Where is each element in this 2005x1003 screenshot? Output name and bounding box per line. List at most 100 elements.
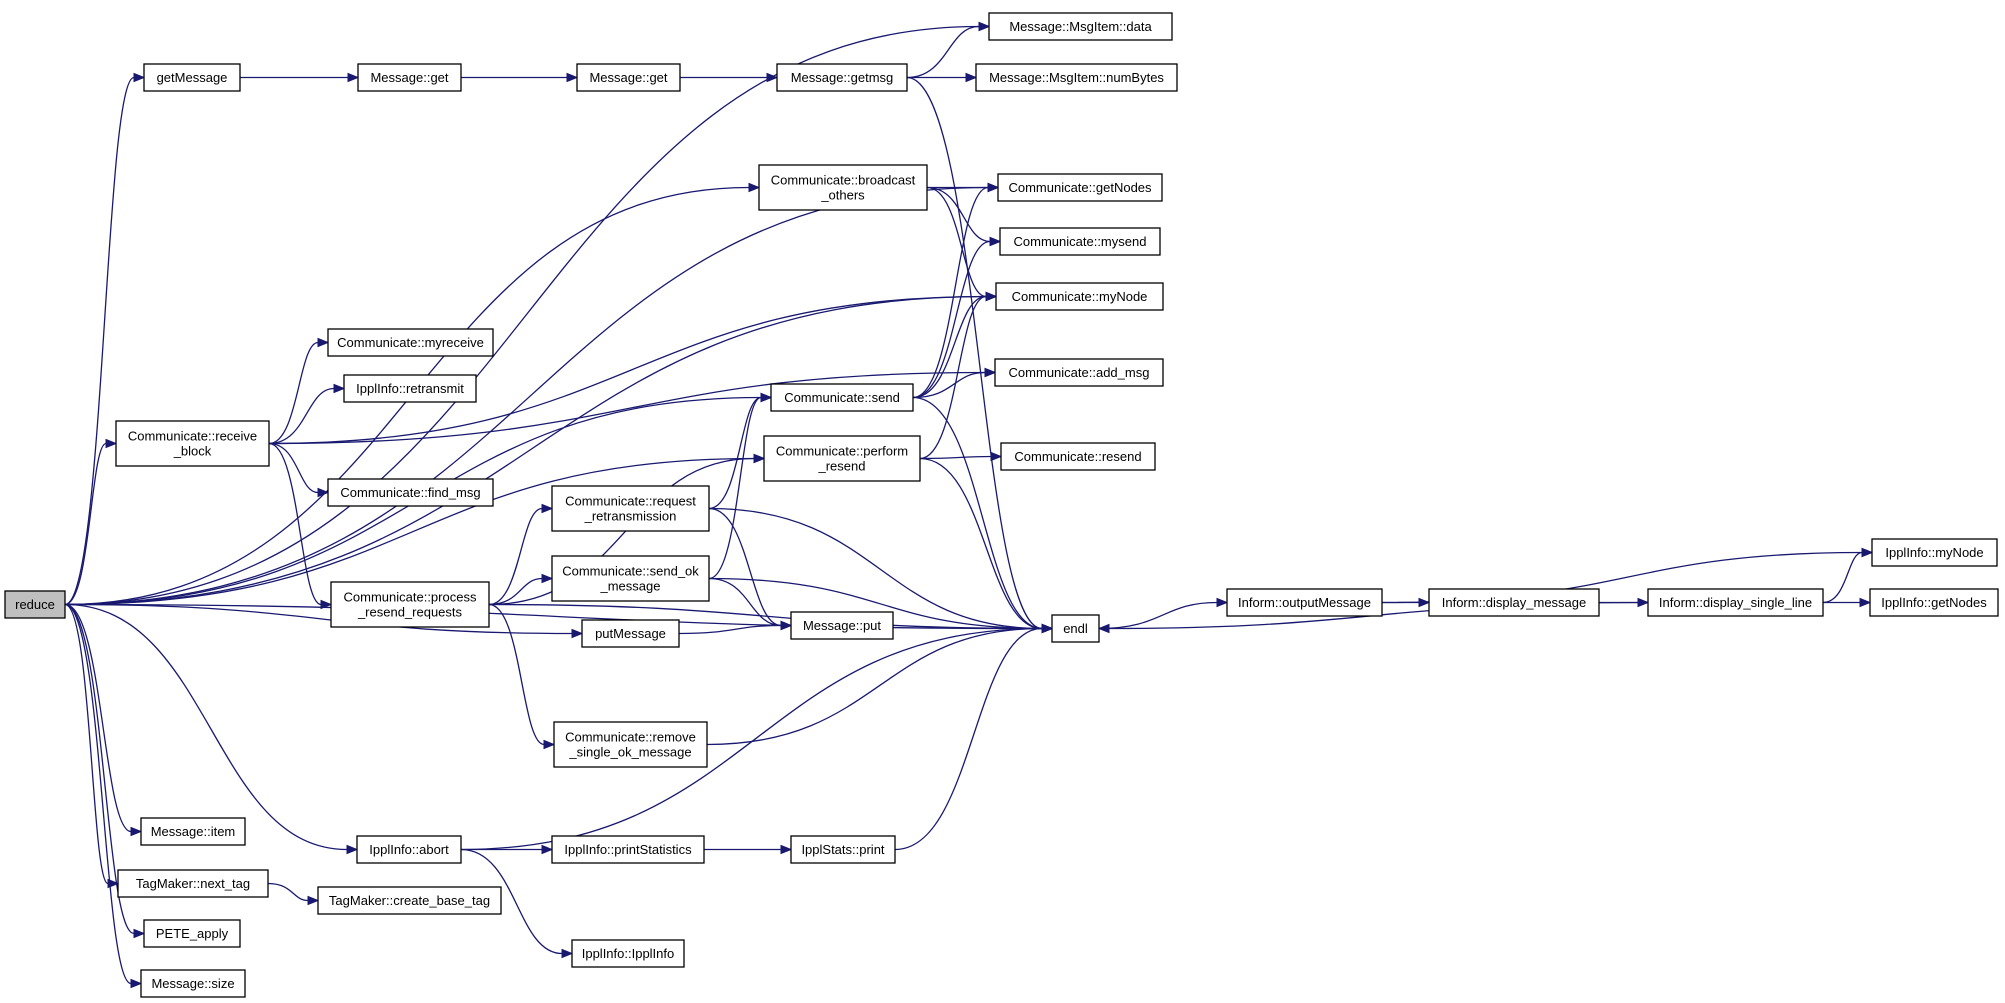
node-message-get2[interactable]: Message::get [576, 63, 681, 92]
node-label: IpplInfo::getNodes [1881, 595, 1987, 610]
node-pete-apply[interactable]: PETE_apply [143, 919, 241, 948]
node-comm-process-resend-requests[interactable]: Communicate::process_resend_requests [330, 581, 490, 628]
node-ippl-info-ippl-info[interactable]: IpplInfo::IpplInfo [571, 939, 685, 968]
node-endl[interactable]: endl [1051, 614, 1100, 643]
node-box [143, 919, 241, 948]
node-tag-maker-create-base-tag[interactable]: TagMaker::create_base_tag [317, 886, 502, 915]
node-comm-send-ok-message[interactable]: Communicate::send_ok_message [551, 555, 710, 602]
node-inform-output-message[interactable]: Inform::outputMessage [1226, 588, 1383, 617]
edge-comm-process-resend-requests-to-comm-remove-single-ok-message [488, 603, 556, 750]
node-comm-add-msg[interactable]: Communicate::add_msg [994, 358, 1164, 387]
edge-comm-receive-block-to-comm-process-resend-requests [268, 442, 333, 610]
node-message-put[interactable]: Message::put [790, 611, 894, 640]
node-box [1051, 614, 1100, 643]
node-comm-receive-block[interactable]: Communicate::receive_block [115, 420, 270, 467]
node-comm-remove-single-ok-message[interactable]: Communicate::remove_single_ok_message [553, 721, 708, 768]
node-ippl-info-my-node[interactable]: IpplInfo::myNode [1871, 538, 1998, 567]
node-label: Inform::display_message [1442, 595, 1587, 610]
node-box [115, 420, 270, 467]
edge-reduce-to-tag-maker-next-tag [64, 603, 120, 889]
node-comm-request-retransmission[interactable]: Communicate::request_retransmission [551, 485, 710, 532]
node-inform-display-message[interactable]: Inform::display_message [1428, 588, 1600, 617]
node-ippl-info-retransmit[interactable]: IpplInfo::retransmit [343, 374, 477, 403]
edge-reduce-to-get-message [64, 72, 146, 606]
node-tag-maker-next-tag[interactable]: TagMaker::next_tag [117, 869, 269, 898]
node-label: Message::MsgItem::numBytes [989, 70, 1164, 85]
node-box [999, 227, 1161, 256]
node-label: PETE_apply [156, 926, 229, 941]
node-box [995, 282, 1164, 311]
node-message-size[interactable]: Message::size [140, 969, 246, 998]
edge-comm-process-resend-requests-to-comm-request-retransmission [488, 503, 554, 606]
node-label: putMessage [595, 626, 666, 641]
node-box [763, 435, 921, 482]
node-label: IpplInfo::myNode [1885, 545, 1983, 560]
edge-reduce-to-comm-receive-block [64, 438, 118, 606]
node-inform-display-single-line[interactable]: Inform::display_single_line [1647, 588, 1824, 617]
node-box [317, 886, 502, 915]
node-comm-perform-resend[interactable]: Communicate::perform_resend [763, 435, 921, 482]
node-label: _resend [818, 459, 866, 474]
node-label: _retransmission [584, 509, 677, 524]
node-label: endl [1063, 621, 1088, 636]
node-label: Communicate::process [344, 590, 477, 605]
node-box [581, 619, 680, 648]
node-comm-mysend[interactable]: Communicate::mysend [999, 227, 1161, 256]
node-box [790, 835, 896, 864]
edge-comm-broadcast-others-to-comm-my-node [926, 186, 998, 302]
edge-comm-receive-block-to-comm-find-msg [268, 442, 330, 498]
node-label: _message [600, 579, 661, 594]
node-comm-get-nodes[interactable]: Communicate::getNodes [997, 173, 1163, 202]
node-box [770, 383, 914, 412]
node-label: reduce [15, 597, 55, 612]
node-box [143, 63, 241, 92]
node-box [994, 358, 1164, 387]
node-message-getmsg[interactable]: Message::getmsg [776, 63, 908, 92]
edge-comm-send-to-endl [912, 396, 1054, 634]
node-comm-find-msg[interactable]: Communicate::find_msg [327, 478, 494, 507]
node-label: IpplInfo::IpplInfo [582, 946, 675, 961]
node-label: Communicate::resend [1014, 449, 1141, 464]
node-get-message[interactable]: getMessage [143, 63, 241, 92]
edge-message-getmsg-to-msg-item-data [906, 21, 991, 79]
node-comm-resend[interactable]: Communicate::resend [1000, 442, 1156, 471]
node-box [327, 478, 494, 507]
node-box [4, 590, 66, 619]
node-label: Communicate::getNodes [1008, 180, 1152, 195]
node-label: Communicate::add_msg [1009, 365, 1150, 380]
edge-comm-send-to-comm-get-nodes [912, 182, 1000, 399]
node-msg-item-data[interactable]: Message::MsgItem::data [988, 12, 1173, 41]
node-comm-broadcast-others[interactable]: Communicate::broadcast_others [758, 164, 928, 211]
node-box [551, 555, 710, 602]
edge-reduce-to-ippl-info-abort [64, 603, 359, 855]
node-ippl-info-get-nodes[interactable]: IpplInfo::getNodes [1869, 588, 1999, 617]
node-msg-item-num-bytes[interactable]: Message::MsgItem::numBytes [975, 63, 1178, 92]
edge-get-message-to-message-get1 [240, 72, 360, 83]
edge-comm-send-ok-message-to-message-put [708, 577, 793, 631]
node-reduce[interactable]: reduce [4, 590, 66, 619]
node-box [576, 63, 681, 92]
edge-comm-receive-block-to-comm-my-node [268, 291, 998, 445]
node-comm-send[interactable]: Communicate::send [770, 383, 914, 412]
node-label: Message::size [151, 976, 234, 991]
node-comm-my-node[interactable]: Communicate::myNode [995, 282, 1164, 311]
edge-put-message-to-message-put [678, 620, 793, 635]
node-box [553, 721, 708, 768]
node-box [551, 485, 710, 532]
node-label: _others [820, 188, 865, 203]
node-put-message[interactable]: putMessage [581, 619, 680, 648]
node-ippl-info-abort[interactable]: IpplInfo::abort [356, 835, 462, 864]
node-label: Communicate::broadcast [771, 173, 916, 188]
node-box [1871, 538, 1998, 567]
node-ippl-info-print-statistics[interactable]: IpplInfo::printStatistics [551, 835, 705, 864]
node-comm-myreceive[interactable]: Communicate::myreceive [327, 328, 494, 357]
node-message-item[interactable]: Message::item [140, 817, 246, 846]
node-label: Communicate::request [565, 494, 696, 509]
edge-comm-perform-resend-to-comm-my-node [919, 291, 998, 460]
node-box [790, 611, 894, 640]
node-label: _block [173, 444, 212, 459]
node-ippl-stats-print[interactable]: IpplStats::print [790, 835, 896, 864]
node-message-get1[interactable]: Message::get [357, 63, 462, 92]
node-label: IpplInfo::retransmit [356, 381, 464, 396]
edge-reduce-to-message-item [64, 603, 143, 837]
